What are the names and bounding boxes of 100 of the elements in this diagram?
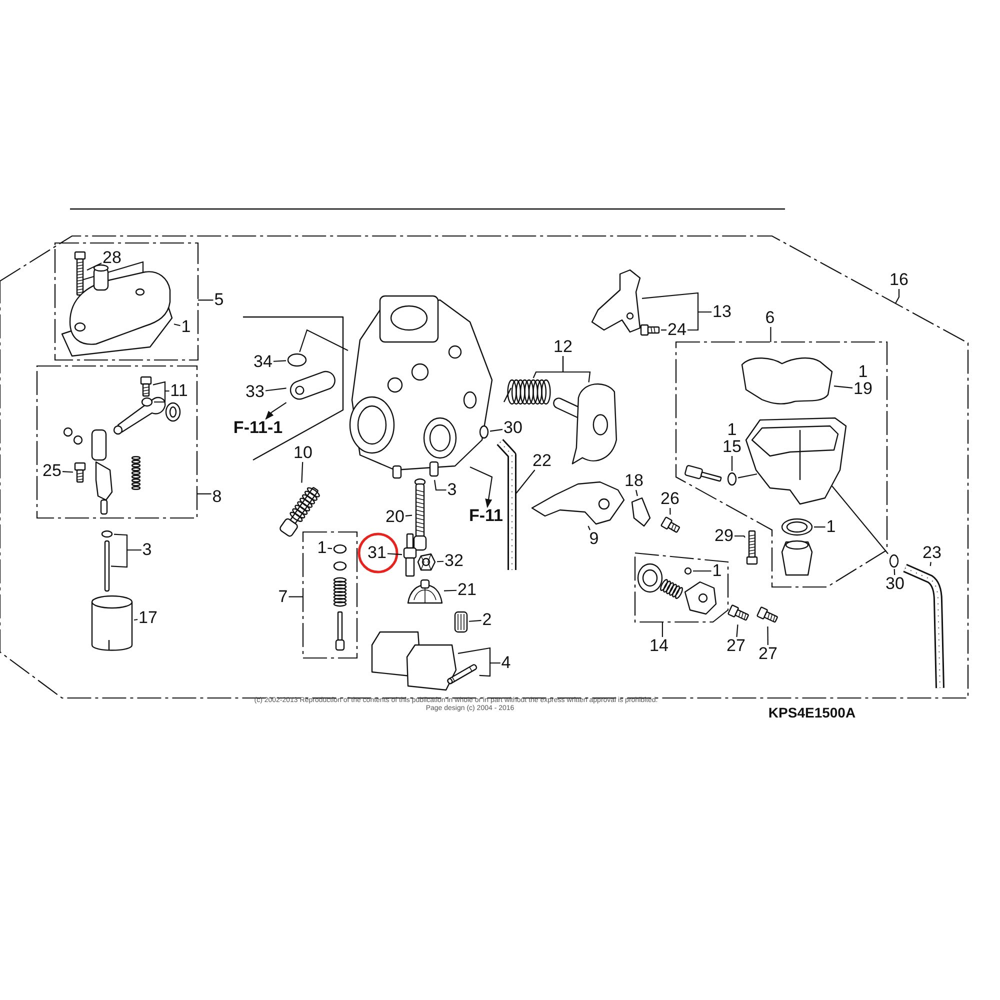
dashed-group-frame xyxy=(635,553,728,622)
jet-needle-drawing xyxy=(103,539,111,593)
callout-number: 3 xyxy=(446,481,458,499)
callout-number: 32 xyxy=(444,552,464,570)
callout-number: 24 xyxy=(666,321,688,339)
leader-line xyxy=(731,456,733,471)
callout-number: 2 xyxy=(481,611,493,629)
ball-drawing xyxy=(683,566,693,576)
leader-line xyxy=(834,386,853,388)
leader-line xyxy=(895,289,900,304)
needle-clip-drawing xyxy=(100,529,114,539)
leader-line xyxy=(265,388,286,392)
leader-line xyxy=(770,327,772,342)
leader-line xyxy=(444,590,457,592)
bolt-drawing xyxy=(745,529,759,566)
float-drawing xyxy=(370,630,458,692)
float-valve-drawing xyxy=(453,610,469,634)
leader-line xyxy=(562,356,591,382)
callout-number: 21 xyxy=(456,581,478,599)
leader-line xyxy=(405,514,412,516)
leader-line xyxy=(434,480,446,491)
lever-drawing xyxy=(530,480,626,526)
leader-line xyxy=(636,490,638,496)
bolt-drawing xyxy=(73,250,87,297)
reference-arrow xyxy=(265,402,287,420)
callout-number: 30 xyxy=(884,575,906,593)
leader-line xyxy=(288,596,303,598)
leader-line xyxy=(514,470,536,496)
leader-line xyxy=(687,311,712,331)
callout-number: 10 xyxy=(292,444,314,462)
callout-number: 1 xyxy=(858,363,868,381)
callout-number: 1 xyxy=(727,421,737,439)
leader-line xyxy=(86,262,102,271)
leader-line xyxy=(174,324,180,326)
nut-drawing xyxy=(140,396,154,408)
screw-drawing xyxy=(73,461,87,484)
callout-number: 19 xyxy=(852,380,874,398)
clamp-drawing xyxy=(286,352,308,368)
leader-line xyxy=(299,329,348,352)
leader-line xyxy=(154,390,170,403)
screw-drawing xyxy=(639,323,661,337)
leader-line xyxy=(736,624,738,638)
leader-line xyxy=(387,553,402,556)
leader-line xyxy=(588,526,590,530)
leader-line xyxy=(767,626,768,645)
callout-number: 4 xyxy=(500,654,512,672)
leader-line xyxy=(479,662,500,677)
leader-line xyxy=(894,568,896,576)
dashed-group-frame xyxy=(0,236,968,698)
leader-line xyxy=(273,360,286,362)
callout-number: 27 xyxy=(726,637,746,655)
callout-number: 1 xyxy=(180,318,192,336)
leader-line xyxy=(81,261,144,281)
leader-line xyxy=(831,485,888,554)
callout-number: 6 xyxy=(764,309,776,327)
leader-line xyxy=(814,526,826,528)
leader-line xyxy=(662,622,663,637)
leader-line xyxy=(693,570,712,572)
callout-number: 20 xyxy=(384,508,406,526)
dashed-group-frame xyxy=(55,243,198,360)
reference-label: F-11-1 xyxy=(232,419,284,437)
leader-line xyxy=(738,473,758,478)
float-bowl-drawing xyxy=(744,416,848,506)
bracket-drawing xyxy=(590,268,642,334)
hose-drawing xyxy=(903,566,942,690)
callout-number: 8 xyxy=(211,488,223,506)
piston-drawing xyxy=(90,594,134,652)
leader-line xyxy=(110,549,142,568)
spring-drawing xyxy=(502,378,552,406)
drawing-code: KPS4E1500A xyxy=(768,706,856,720)
leader-line xyxy=(468,620,482,622)
leader-line xyxy=(670,508,671,515)
leader-line xyxy=(490,428,503,432)
leader-line xyxy=(930,562,932,566)
callout-number: 9 xyxy=(588,530,600,548)
callout-number: 26 xyxy=(660,490,680,508)
clip-drawing xyxy=(888,553,900,569)
callout-number: 25 xyxy=(42,462,62,480)
reference-label: F-11 xyxy=(468,507,504,525)
diaphragm-drawing xyxy=(406,578,444,605)
top-cover-drawing xyxy=(60,263,174,358)
callout-number: 33 xyxy=(244,383,266,401)
callout-number: 16 xyxy=(888,271,910,289)
leader-line xyxy=(134,618,138,621)
clip-drawing xyxy=(478,424,490,440)
callout-number: 1 xyxy=(711,562,723,580)
callout-number: 28 xyxy=(102,249,122,267)
jet-tube-drawing xyxy=(412,477,428,552)
leader-line xyxy=(197,493,212,494)
callout-number: 14 xyxy=(648,637,670,655)
screw-drawing xyxy=(139,375,153,398)
leader-line xyxy=(62,471,74,473)
carburetor-body-drawing xyxy=(348,294,494,480)
plate-drawing xyxy=(630,496,652,528)
callout-number: 7 xyxy=(277,588,289,606)
leader-line xyxy=(301,462,304,483)
callout-number: 34 xyxy=(252,353,274,371)
callout-number: 12 xyxy=(552,338,574,356)
callout-number: 23 xyxy=(922,544,942,562)
leader-line xyxy=(436,560,444,562)
